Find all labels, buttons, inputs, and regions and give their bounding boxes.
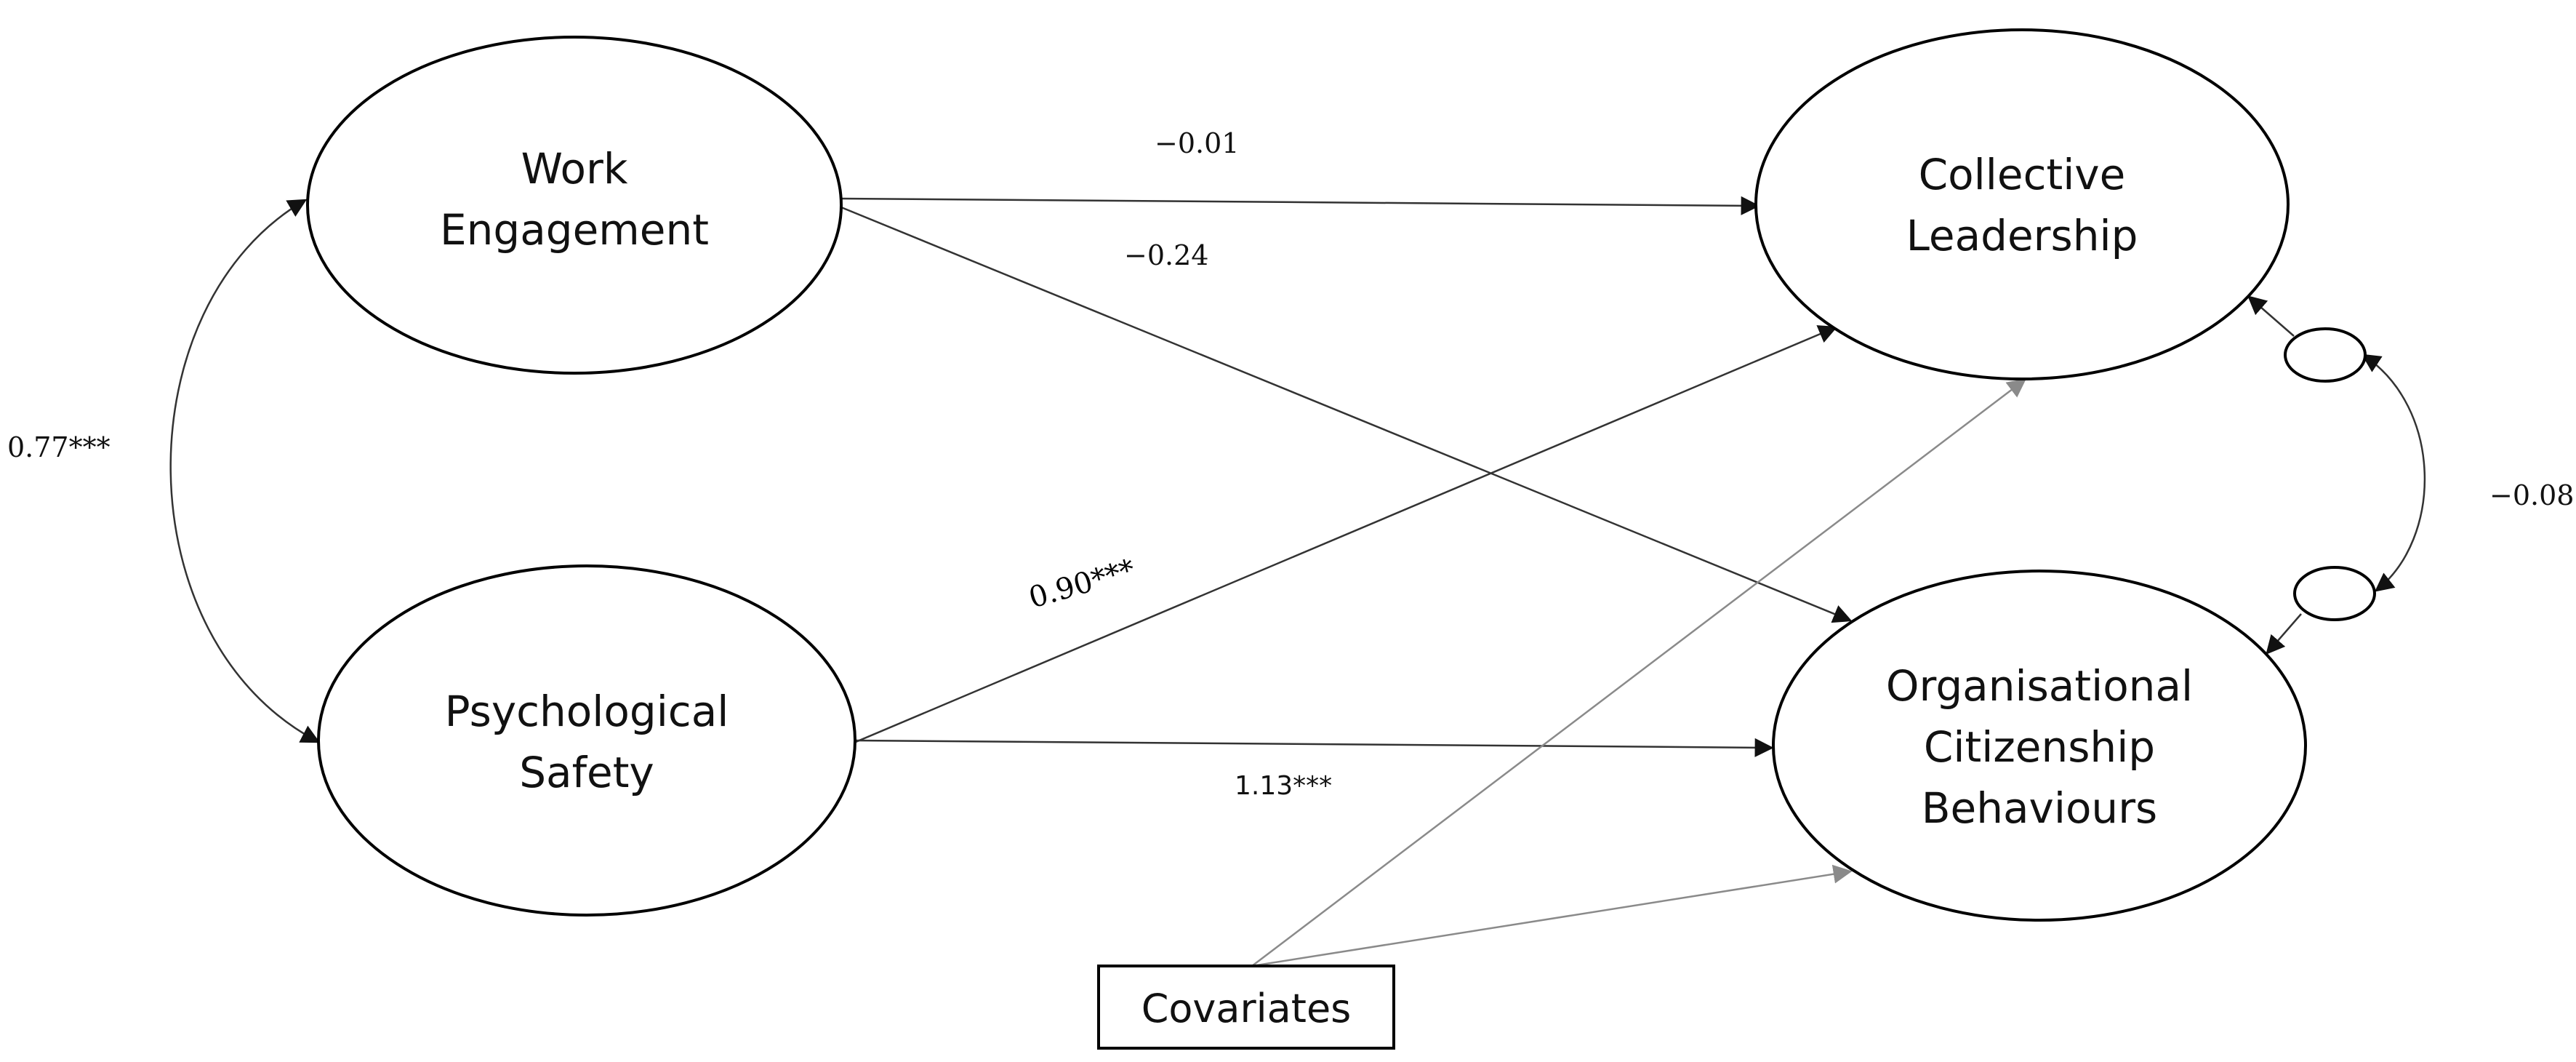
work-engagement-label-1: Work xyxy=(521,144,628,193)
node-psychological-safety: Psychological Safety xyxy=(317,564,856,917)
path-ps-to-ocb xyxy=(855,738,1774,757)
coef-we-to-cl: −0.01 xyxy=(1155,127,1239,159)
coef-we-to-ocb: −0.24 xyxy=(1124,239,1208,271)
path-covariates-to-ocb xyxy=(1251,864,1853,967)
node-covariates: Covariates xyxy=(1097,965,1395,1050)
coef-ps-to-cl: 0.90*** xyxy=(1025,553,1139,615)
covariates-label: Covariates xyxy=(1141,986,1352,1031)
collective-leadership-label-2: Leadership xyxy=(1906,211,2138,260)
ocb-label-3: Behaviours xyxy=(1922,783,2158,833)
coef-we-ps-covariance: 0.77*** xyxy=(7,431,111,463)
collective-leadership-label-1: Collective xyxy=(1919,150,2126,199)
psychological-safety-label-2: Safety xyxy=(519,748,654,797)
coef-residual-covariance: −0.08 xyxy=(2489,479,2574,511)
path-we-to-cl xyxy=(840,196,1760,215)
residual-circle-ocb xyxy=(2293,566,2376,621)
residual-path-ocb xyxy=(2266,613,2302,655)
path-ps-to-cl xyxy=(855,325,1838,743)
work-engagement-label-2: Engagement xyxy=(440,205,709,255)
residual-circle-cl xyxy=(2284,327,2367,383)
path-we-to-ocb xyxy=(840,206,1853,623)
node-organisational-citizenship-behaviours: Organisational Citizenship Behaviours xyxy=(1772,570,2307,922)
covariance-we-ps xyxy=(169,199,321,743)
residual-path-cl xyxy=(2247,295,2295,337)
coef-ps-to-ocb: 1.13*** xyxy=(1235,771,1332,801)
path-covariates-to-cl xyxy=(1251,378,2027,967)
node-collective-leadership: Collective Leadership xyxy=(1754,28,2290,380)
ocb-label-2: Citizenship xyxy=(1924,722,2155,772)
node-work-engagement: Work Engagement xyxy=(306,36,843,375)
psychological-safety-label-1: Psychological xyxy=(445,687,729,736)
covariance-residuals xyxy=(2361,354,2426,592)
ocb-label-1: Organisational xyxy=(1886,661,2193,711)
